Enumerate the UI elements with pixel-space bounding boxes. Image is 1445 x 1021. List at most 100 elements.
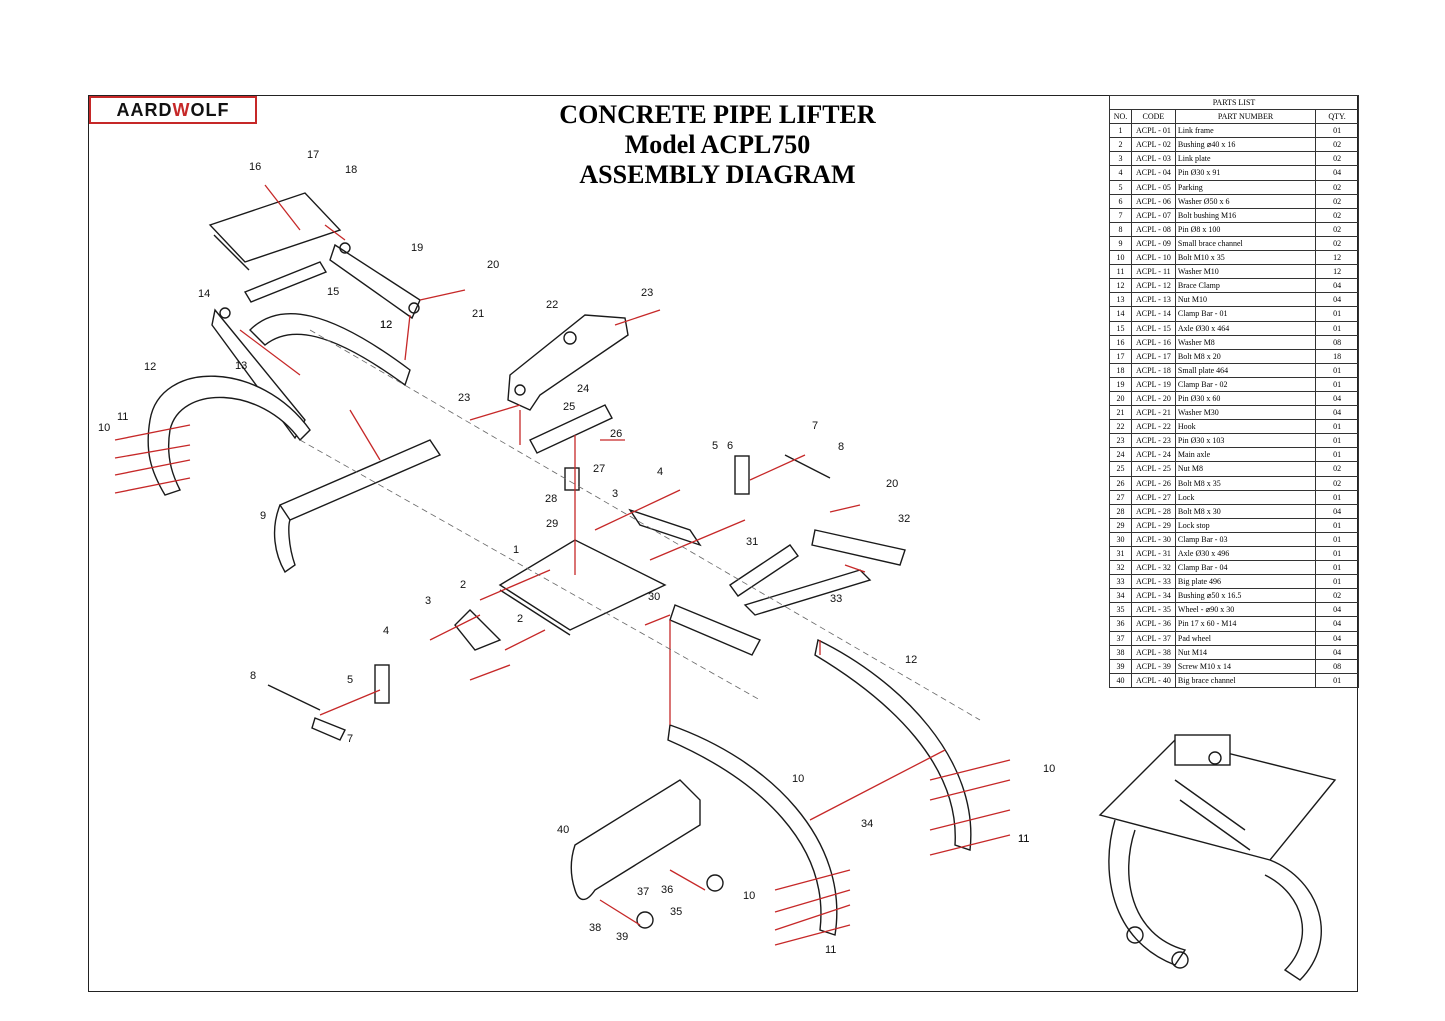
part-qty: 04 [1315, 292, 1359, 308]
part-name: Screw M10 x 14 [1174, 658, 1317, 674]
part-name: Clamp Bar - 03 [1174, 531, 1317, 548]
part-qty: 02 [1315, 475, 1359, 491]
callout-label: 28 [545, 493, 557, 505]
header-qty: QTY. [1315, 109, 1359, 125]
callout-label: 21 [472, 308, 484, 320]
small-brace-channel-9 [273, 439, 442, 574]
callout-label: 9 [260, 510, 266, 522]
center-lines [299, 329, 981, 721]
callout-label: 18 [345, 164, 357, 176]
callout-label: 40 [557, 824, 569, 836]
part-name: Lock stop [1174, 517, 1317, 533]
part-qty: 02 [1315, 235, 1359, 252]
callout-label: 25 [563, 401, 575, 413]
big-brace-channel-40 [570, 779, 701, 901]
part-qty: 04 [1315, 602, 1359, 618]
part-qty: 04 [1315, 278, 1359, 294]
callout-label: 26 [610, 428, 622, 440]
callout-label: 4 [657, 466, 663, 478]
callout-label: 23 [458, 392, 470, 404]
part-qty: 08 [1315, 658, 1359, 674]
part-no: 40 [1109, 672, 1132, 688]
link-plate-3-b [628, 508, 702, 547]
header-part-number: PART NUMBER [1174, 109, 1317, 125]
brace-clamp-12-right [814, 638, 972, 851]
callout-label: 37 [637, 886, 649, 898]
callout-label: 11 [1018, 833, 1029, 845]
part-qty: 04 [1315, 630, 1359, 646]
part-code: ACPL - 15 [1130, 320, 1176, 336]
title-line-2: Model ACPL750 [624, 130, 811, 159]
callout-label: 13 [235, 360, 247, 372]
brace-10-curved [667, 724, 838, 936]
part-code: ACPL - 22 [1130, 419, 1176, 435]
callout-label: 10 [98, 422, 110, 434]
callout-label: 8 [838, 441, 844, 453]
part-qty: 04 [1315, 390, 1359, 407]
callout-label: 16 [249, 161, 261, 173]
callout-label: 3 [612, 488, 618, 500]
callout-label: 5 [347, 674, 353, 686]
part-no: 16 [1109, 334, 1132, 350]
part-name: Clamp Bar - 04 [1174, 560, 1317, 576]
part-qty: 01 [1315, 362, 1359, 378]
part-qty: 18 [1315, 348, 1359, 364]
part-qty: 04 [1315, 405, 1359, 421]
lock-27 [564, 467, 580, 491]
part-qty: 01 [1315, 376, 1359, 392]
callout-label: 4 [383, 625, 389, 637]
callout-label: 5 [712, 440, 718, 452]
callout-label: 24 [577, 383, 589, 395]
assembly-lines [114, 184, 1011, 946]
callout-label: 34 [861, 818, 873, 830]
callout-label: 36 [661, 884, 673, 896]
part-code: ACPL - 29 [1130, 517, 1176, 533]
part-qty: 02 [1315, 207, 1359, 223]
wheels-35 [636, 874, 724, 929]
part-qty: 01 [1315, 433, 1359, 449]
callout-label: 11 [117, 411, 128, 423]
part-name: Pad wheel [1174, 630, 1317, 646]
callout-label: 2 [460, 579, 466, 591]
parking-5-left [374, 664, 390, 704]
drawing-title: CONCRETE PIPE LIFTER Model ACPL750 ASSEM… [480, 100, 955, 190]
small-plate-18 [208, 192, 342, 271]
part-code: ACPL - 12 [1130, 278, 1176, 294]
part-no: 17 [1109, 348, 1132, 364]
parts-list-caption: PARTS LIST [1109, 94, 1359, 111]
part-no: 22 [1109, 419, 1132, 435]
callout-label: 10 [1043, 763, 1055, 775]
callout-label: 32 [898, 513, 910, 525]
part-qty: 01 [1315, 672, 1359, 688]
link-frame-1 [498, 539, 667, 636]
callout-label: 7 [812, 420, 818, 432]
part-qty: 04 [1315, 503, 1359, 519]
part-code: ACPL - 06 [1130, 193, 1176, 209]
callout-label: 22 [546, 299, 558, 311]
part-no: 5 [1109, 179, 1132, 195]
callout-label: 14 [198, 288, 210, 300]
part-code: ACPL - 08 [1130, 221, 1176, 237]
pin-7-8-right [784, 454, 831, 479]
callout-numbers: 1223344556778891010101011111111121212121… [98, 149, 1055, 956]
